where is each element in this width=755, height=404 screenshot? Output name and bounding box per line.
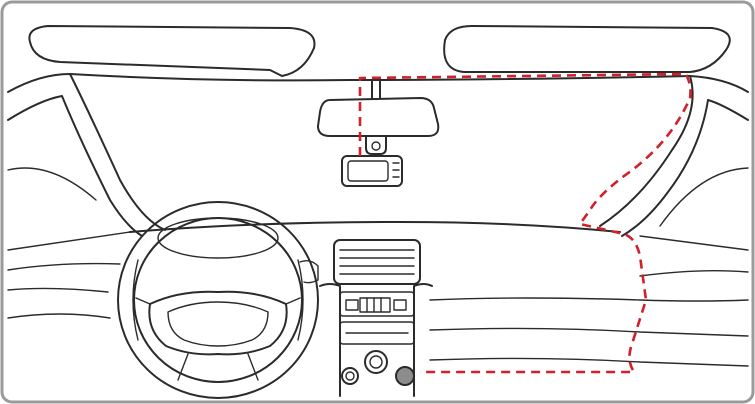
dashboard-left-edge	[7, 262, 121, 271]
dashboard-lower-left	[7, 313, 111, 319]
roof-line-left	[7, 73, 71, 93]
right-sun-visor	[443, 25, 731, 73]
dashboard-lower-right	[429, 357, 749, 367]
dashboard-right-panel	[429, 297, 749, 302]
dash-camera-icon	[341, 135, 403, 187]
dashboard-top	[129, 221, 621, 233]
rear-view-mirror	[317, 97, 440, 137]
left-window-line	[7, 167, 97, 201]
windshield-top-edge	[69, 73, 691, 82]
right-a-pillar-inner	[621, 99, 749, 237]
left-a-pillar-inner	[7, 95, 143, 237]
center-console	[319, 239, 433, 397]
steering-wheel	[117, 201, 319, 399]
left-a-pillar	[69, 73, 166, 231]
dashboard-left-vent	[7, 287, 109, 293]
cable-route	[358, 72, 692, 374]
right-a-pillar	[599, 75, 694, 227]
left-sun-visor	[28, 25, 316, 77]
roof-line-right	[689, 75, 749, 93]
dashboard-right-edge	[639, 269, 749, 277]
right-window-line	[659, 167, 749, 227]
left-door-line	[7, 231, 131, 251]
power-socket-icon	[395, 366, 415, 386]
right-door-line	[639, 235, 749, 251]
glovebox-line	[429, 327, 749, 337]
instrument-hood	[299, 259, 319, 284]
